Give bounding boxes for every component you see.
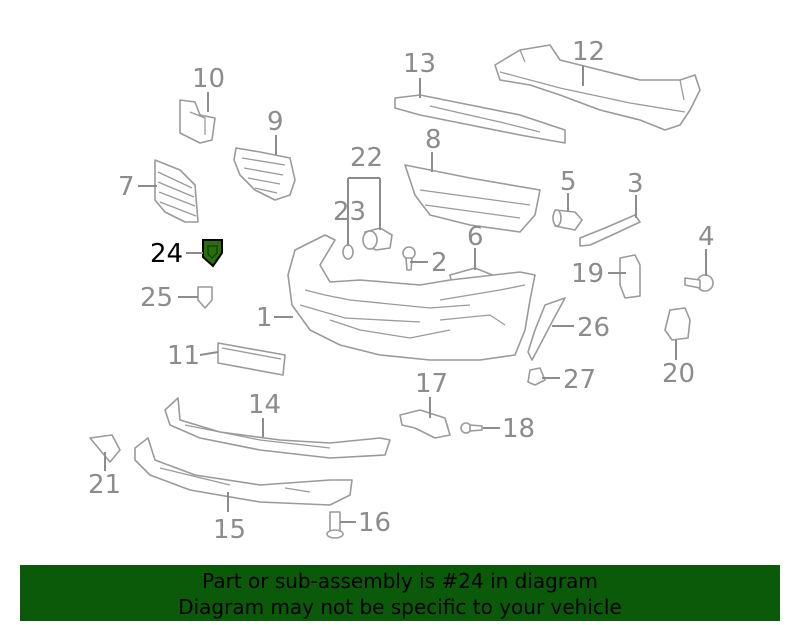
part-labels: 12 13 10 9 8 22 7 5 3 23 6 4 24 2 19 25 …: [88, 37, 715, 545]
label-15: 15: [213, 515, 246, 545]
label-14: 14: [248, 390, 281, 420]
banner-line-1: Part or sub-assembly is #24 in diagram: [202, 569, 598, 593]
part-8-center-grille[interactable]: [404, 164, 541, 233]
label-10: 10: [192, 64, 225, 94]
label-16: 16: [358, 508, 391, 538]
label-2: 2: [431, 248, 448, 278]
part-9-grille[interactable]: [233, 147, 296, 201]
part-1-bumper-cover[interactable]: [287, 234, 536, 361]
part-17-bracket[interactable]: [399, 409, 451, 439]
part-11-plate-bracket[interactable]: [217, 342, 286, 376]
parts-diagram: 12 13 10 9 8 22 7 5 3 23 6 4 24 2 19 25 …: [88, 37, 715, 545]
part-19-bracket[interactable]: [619, 254, 641, 299]
label-6: 6: [467, 222, 484, 252]
label-18: 18: [502, 414, 535, 444]
label-13: 13: [403, 49, 436, 79]
part-16-bolt[interactable]: [326, 511, 344, 539]
part-7-side-grille[interactable]: [154, 159, 199, 223]
label-8: 8: [425, 125, 442, 155]
part-5-sensor[interactable]: [552, 209, 583, 231]
part-3-mount[interactable]: [579, 214, 641, 247]
banner-line-2: Diagram may not be specific to your vehi…: [178, 595, 622, 619]
label-1: 1: [256, 303, 273, 333]
label-26: 26: [577, 313, 610, 343]
part-2-bolt[interactable]: [402, 246, 416, 271]
part-26-trim[interactable]: [527, 297, 566, 361]
label-17: 17: [415, 369, 448, 399]
label-11: 11: [167, 341, 200, 371]
label-12: 12: [572, 37, 605, 67]
label-7: 7: [118, 172, 135, 202]
part-13-absorber[interactable]: [394, 94, 566, 144]
label-24-highlighted: 24: [150, 239, 183, 269]
label-23: 23: [333, 197, 366, 227]
label-27: 27: [563, 365, 596, 395]
part-4-clip[interactable]: [684, 274, 714, 292]
part-21-trim[interactable]: [89, 434, 121, 463]
part-10-bracket[interactable]: [179, 99, 216, 144]
label-22: 22: [350, 143, 383, 173]
label-21: 21: [88, 470, 121, 500]
label-4: 4: [698, 222, 715, 252]
label-5: 5: [560, 167, 577, 197]
label-9: 9: [267, 107, 284, 137]
label-20: 20: [662, 359, 695, 389]
part-14-spoiler[interactable]: [164, 397, 391, 459]
part-18-screw[interactable]: [460, 422, 483, 434]
label-3: 3: [627, 169, 644, 199]
part-27-cap[interactable]: [527, 367, 546, 386]
part-15-lower-spoiler[interactable]: [134, 437, 353, 506]
label-25: 25: [140, 283, 173, 313]
part-22-sensor[interactable]: [362, 227, 393, 251]
label-19: 19: [571, 259, 604, 289]
part-12-reinforcement-bar[interactable]: [494, 44, 701, 131]
part-24-highlighted[interactable]: [202, 239, 223, 268]
leader-lines: [104, 65, 707, 523]
part-20-bracket[interactable]: [664, 307, 691, 341]
info-banner: Part or sub-assembly is #24 in diagram D…: [20, 565, 780, 621]
part-25-cap[interactable]: [197, 286, 213, 309]
part-23-sensor-ring[interactable]: [342, 244, 354, 260]
